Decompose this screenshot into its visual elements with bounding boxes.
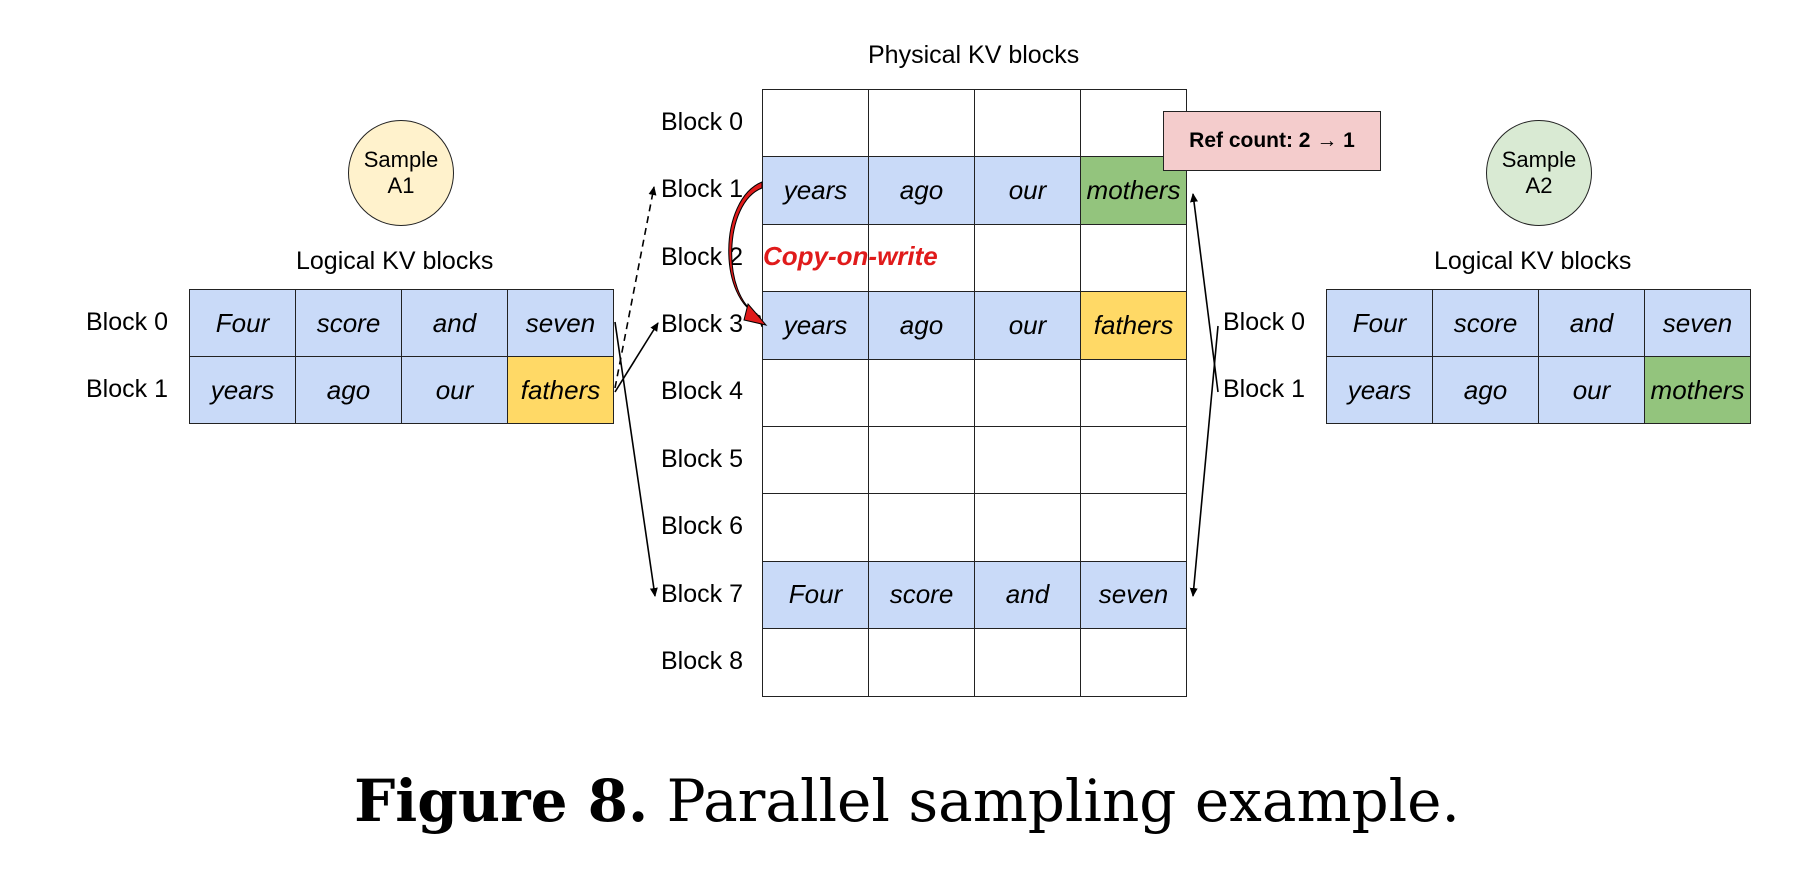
figure-caption-text: Parallel sampling example. — [648, 767, 1460, 835]
a1-cell-r1-c0: years — [189, 356, 296, 424]
physical-cell-r2-c0 — [762, 223, 869, 293]
a1-block0-to-block7-arrow — [614, 321, 658, 597]
copy-on-write-arrowhead — [743, 302, 768, 326]
a2-cell-r0-c3: seven — [1644, 289, 1751, 357]
physical-cell-r3-c3: fathers — [1080, 291, 1187, 360]
physical-block-label-3: Block 3 — [661, 309, 743, 338]
a1-cell-r0-c1: score — [295, 289, 402, 357]
physical-cell-r6-c2 — [974, 493, 1081, 562]
physical-cell-r6-c1 — [868, 493, 975, 562]
physical-cell-r3-c1: ago — [868, 291, 975, 360]
physical-cell-r1-c2: our — [974, 156, 1081, 225]
physical-block-label-0: Block 0 — [661, 107, 743, 136]
a2-block0-to-block7-arrow — [1189, 325, 1219, 597]
physical-cell-r8-c3 — [1080, 628, 1187, 697]
a1-cell-r1-c3: fathers — [507, 356, 614, 424]
physical-block-label-6: Block 6 — [661, 512, 743, 541]
a2-logical-title: Logical KV blocks — [1434, 247, 1632, 275]
physical-block-label-8: Block 8 — [661, 646, 743, 675]
physical-cell-r2-c1 — [868, 223, 975, 293]
a1-block1-to-block3-arrow — [614, 322, 659, 393]
copy-on-write-red-arrow — [728, 181, 763, 328]
sample-a1-line2: A1 — [387, 173, 415, 198]
physical-block-label-5: Block 5 — [661, 444, 743, 473]
sample-a2-line1: Sample — [1501, 147, 1577, 172]
a2-cell-r0-c0: Four — [1326, 289, 1433, 357]
physical-cell-r8-c0 — [762, 628, 869, 697]
a2-block-label-1: Block 1 — [1223, 374, 1305, 403]
physical-cell-r4-c2 — [974, 358, 1081, 427]
a1-block-label-1: Block 1 — [86, 374, 168, 403]
physical-cell-r3-c0: years — [762, 291, 869, 360]
sample-a2-line2: A2 — [1525, 173, 1553, 198]
physical-cell-r5-c0 — [762, 426, 869, 495]
copy-on-write-label: Copy-on-write — [763, 241, 938, 271]
physical-block-label-1: Block 1 — [661, 175, 743, 204]
physical-cell-r7-c0: Four — [762, 560, 869, 630]
a2-cell-r1-c1: ago — [1432, 356, 1539, 424]
a2-cell-r1-c3: mothers — [1644, 356, 1751, 424]
a1-cell-r0-c0: Four — [189, 289, 296, 357]
physical-block-label-4: Block 4 — [661, 377, 743, 406]
physical-cell-r7-c3: seven — [1080, 560, 1187, 630]
a2-cell-r1-c0: years — [1326, 356, 1433, 424]
physical-cell-r1-c1: ago — [868, 156, 975, 225]
physical-cell-r3-c2: our — [974, 291, 1081, 360]
figure-label: Figure 8. — [354, 767, 649, 835]
physical-block-label-7: Block 7 — [661, 579, 743, 608]
physical-cell-r7-c2: and — [974, 560, 1081, 630]
physical-cell-r1-c0: years — [762, 156, 869, 225]
physical-kv-title: Physical KV blocks — [868, 41, 1080, 69]
physical-cell-r4-c3 — [1080, 358, 1187, 427]
a1-logical-title: Logical KV blocks — [296, 247, 494, 275]
figure-caption: Figure 8. Parallel sampling example. — [0, 772, 1814, 830]
sample-a1-line1: Sample — [363, 147, 439, 172]
physical-cell-r8-c1 — [868, 628, 975, 697]
physical-cell-r0-c2 — [974, 89, 1081, 158]
ref-count-box: Ref count: 2 → 1 — [1163, 111, 1381, 171]
a1-block1-to-block1-dashed-arrow — [614, 186, 657, 389]
a2-block-label-0: Block 0 — [1223, 307, 1305, 336]
a2-block1-to-block1-arrow — [1190, 193, 1219, 393]
a1-cell-r1-c1: ago — [295, 356, 402, 424]
physical-cell-r6-c3 — [1080, 493, 1187, 562]
a1-block-label-0: Block 0 — [86, 307, 168, 336]
